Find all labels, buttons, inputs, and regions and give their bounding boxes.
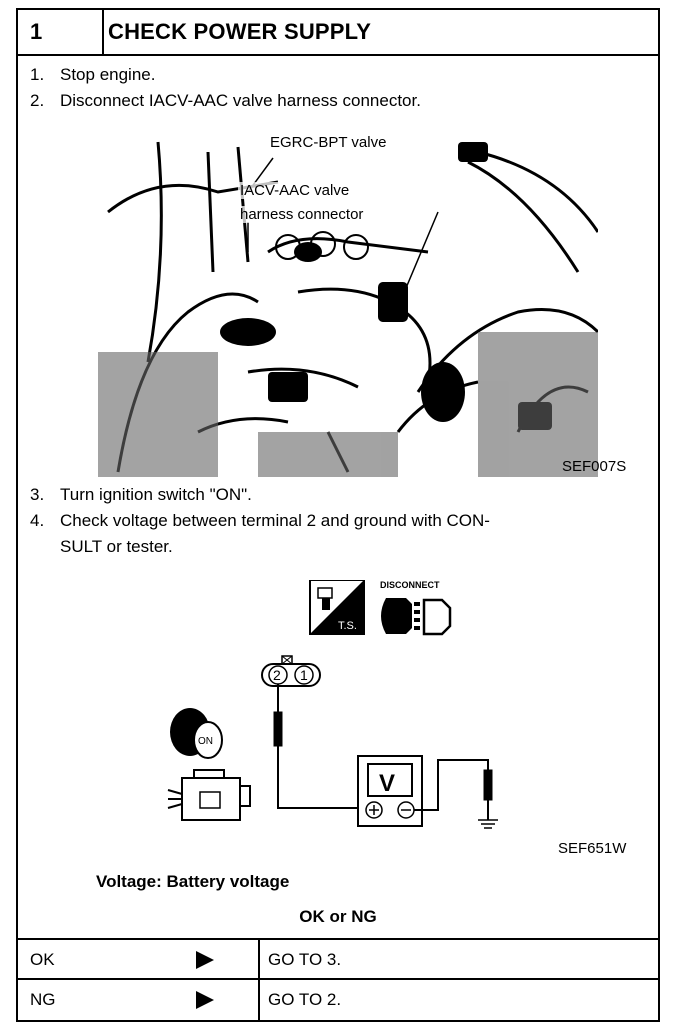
- result-row-ok: OK GO TO 3.: [18, 938, 658, 980]
- instruction-4-cont: SULT or tester.: [30, 536, 173, 558]
- terminal-1-label: 1: [300, 667, 308, 683]
- arrow-right-icon: [196, 991, 214, 1009]
- voltage-test-diagram: T.S. DISCONNECT 2 1: [167, 580, 498, 829]
- instruction-number: 3.: [30, 485, 45, 504]
- instruction-text: Check voltage between terminal 2 and gro…: [60, 511, 490, 530]
- step-number: 1: [18, 10, 104, 54]
- callout-harness-connector: harness connector: [238, 206, 366, 223]
- instruction-4: 4. Check voltage between terminal 2 and g…: [30, 510, 490, 532]
- result-label: OK: [30, 950, 55, 969]
- ignition-key-icon: ON: [170, 708, 223, 759]
- result-row-ng: NG GO TO 2.: [18, 978, 658, 1020]
- switch-on-label: ON: [198, 736, 213, 747]
- cell-divider: [258, 940, 260, 980]
- figure-code-photo: SEF007S: [562, 458, 627, 475]
- voltmeter-icon: V: [357, 755, 423, 827]
- result-heading: OK or NG: [299, 907, 377, 926]
- instruction-1: 1. Stop engine.: [30, 64, 155, 86]
- instruction-text: Disconnect IACV-AAC valve harness connec…: [60, 91, 421, 110]
- instruction-3: 3. Turn ignition switch "ON".: [30, 484, 252, 506]
- procedure-card: 1 CHECK POWER SUPPLY 1. Stop engine. 2. Di…: [16, 8, 660, 1022]
- callout-egrc-bpt-valve: EGRC-BPT valve: [268, 134, 389, 151]
- instruction-number: 1.: [30, 65, 45, 84]
- disconnect-label: DISCONNECT: [380, 580, 440, 590]
- callout-iacv-aac-valve: IACV-AAC valve: [238, 182, 352, 199]
- terminal-2-label: 2: [273, 667, 281, 683]
- result-label: NG: [30, 990, 56, 1009]
- ts-icon: T.S.: [309, 580, 365, 635]
- meter-label: V: [379, 770, 395, 797]
- instruction-2: 2. Disconnect IACV-AAC valve harness conn…: [30, 90, 421, 112]
- result-goto: GO TO 3.: [268, 950, 342, 969]
- instruction-number: 2.: [30, 91, 45, 110]
- arrow-right-icon: [196, 951, 214, 969]
- instruction-text: Stop engine.: [60, 65, 156, 84]
- disconnect-icon: DISCONNECT: [380, 580, 452, 636]
- instruction-number: 4.: [30, 511, 45, 530]
- figure-code-diagram: SEF651W: [558, 840, 627, 857]
- instruction-text: SULT or tester.: [60, 537, 173, 556]
- connector-icon: 2 1: [261, 655, 321, 687]
- result-goto: GO TO 2.: [268, 990, 342, 1009]
- engine-icon: [167, 769, 251, 821]
- step-header: 1 CHECK POWER SUPPLY: [18, 10, 658, 56]
- voltage-spec: Voltage: Battery voltage: [96, 872, 290, 891]
- ts-label: T.S.: [338, 620, 357, 632]
- instruction-text: Turn ignition switch "ON".: [60, 485, 252, 504]
- step-title: CHECK POWER SUPPLY: [108, 19, 372, 44]
- cell-divider: [258, 980, 260, 1020]
